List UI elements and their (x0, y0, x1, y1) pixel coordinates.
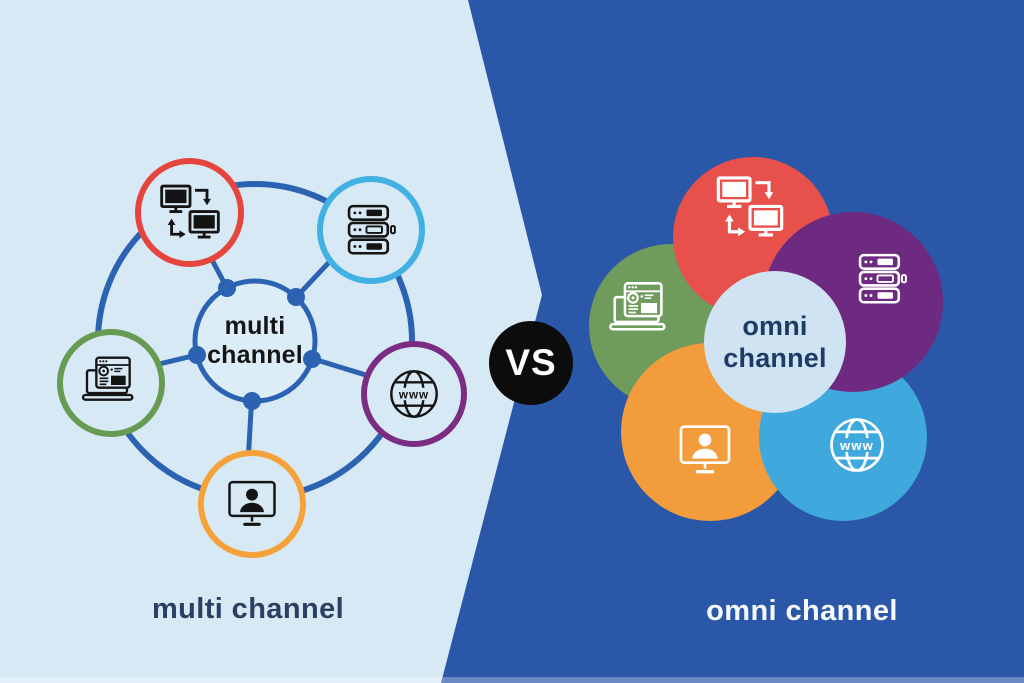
multichannel-node-monitor-sync (135, 158, 244, 267)
laptop-browser-icon (79, 351, 143, 415)
vs-badge: VS (489, 321, 573, 405)
globe-www-label: www (839, 438, 874, 453)
multichannel-title: multi channel (151, 593, 345, 625)
monitor-sync-icon (156, 179, 224, 247)
core-label-line2: channel (723, 343, 827, 373)
omnichannel-title: omni channel (706, 595, 898, 627)
www-globe-icon: www (390, 370, 438, 418)
monitor-sync-icon (712, 170, 788, 246)
multichannel-node-laptop (57, 329, 165, 437)
server-stack-icon (340, 199, 402, 261)
multichannel-node-web: www (361, 341, 467, 447)
person-screen-icon (673, 418, 737, 482)
hub-label-line1: multi (224, 312, 286, 340)
laptop-browser-icon (606, 276, 676, 346)
server-stack-icon (851, 248, 913, 310)
bottom-edge-strip (0, 677, 1024, 683)
core-label-line1: omni (742, 310, 808, 341)
omnichannel-core-label: omni channel (704, 271, 846, 413)
multichannel-node-servers (317, 176, 425, 284)
person-screen-icon (222, 474, 282, 534)
globe-www-label: www (398, 388, 429, 401)
vs-label: VS (505, 342, 557, 383)
multichannel-node-person (198, 450, 306, 558)
www-globe-icon: www (830, 418, 884, 472)
hub-label-line2: channel (207, 341, 303, 369)
multichannel-hub-label: multi channel (195, 281, 315, 401)
